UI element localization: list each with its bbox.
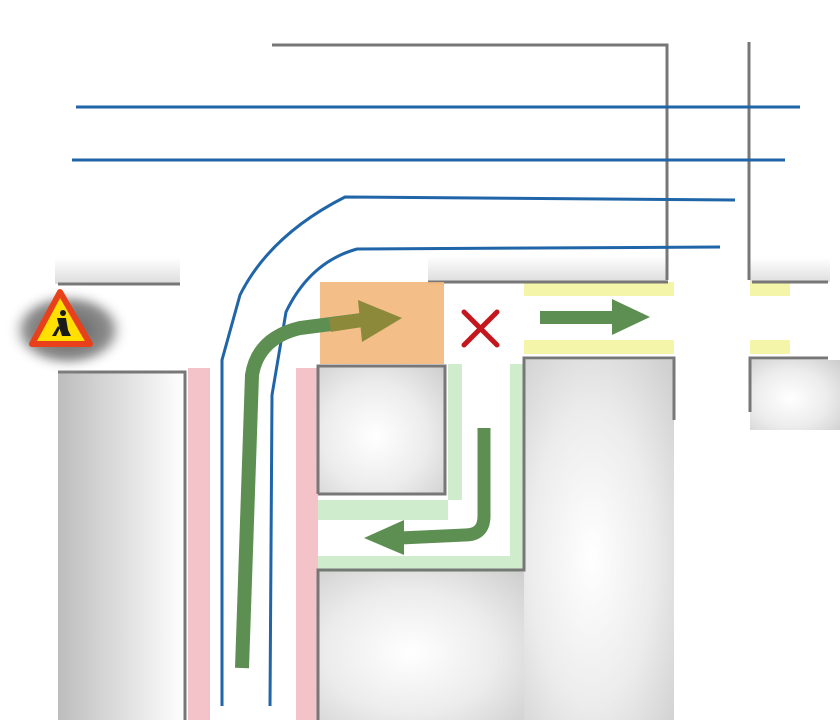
marking-yellow-top (524, 282, 674, 296)
block-left (58, 372, 185, 720)
arrow-right-head (612, 299, 650, 335)
arrow-detour-head (364, 520, 404, 555)
roadworks-warning-sign (8, 289, 128, 370)
track-curve-inner (268, 245, 721, 707)
arrow-conflict-head (328, 313, 364, 332)
kerb-far-right-block (748, 356, 828, 412)
arrow-conflict-head-tip (358, 300, 402, 342)
marking-pink-left (188, 368, 210, 720)
kerb-left-block (58, 370, 187, 720)
arrow-left-turn-path (235, 313, 363, 669)
traffic-movements (235, 299, 650, 669)
marking-green-lane (318, 364, 462, 520)
block-center-small (318, 366, 445, 494)
kerb-top-road (272, 43, 669, 280)
block-top-left-strip (55, 258, 180, 284)
block-far-right (750, 360, 840, 430)
worker-glyph (52, 310, 71, 336)
track-curve-outer (220, 195, 736, 706)
kerb-center-block (316, 356, 676, 720)
kerb-small-block (316, 364, 447, 496)
marking-pink-right (296, 368, 318, 720)
marking-yellow-far-bottom (750, 340, 790, 354)
marking-yellow-bottom (524, 340, 674, 354)
forbidden-x-icon (461, 309, 500, 348)
arrow-detour-path (399, 428, 491, 545)
block-bottom-middle (318, 570, 524, 720)
marking-yellow-far-top (750, 282, 790, 296)
building-blocks (55, 256, 840, 720)
tram-tracks (72, 105, 800, 707)
block-far-right-strip (750, 258, 830, 282)
road-markings (188, 282, 790, 720)
block-top-middle-strip (428, 256, 668, 282)
block-right-large (524, 360, 674, 720)
kerb-lines (58, 42, 828, 720)
arrow-right-shaft (540, 311, 616, 324)
